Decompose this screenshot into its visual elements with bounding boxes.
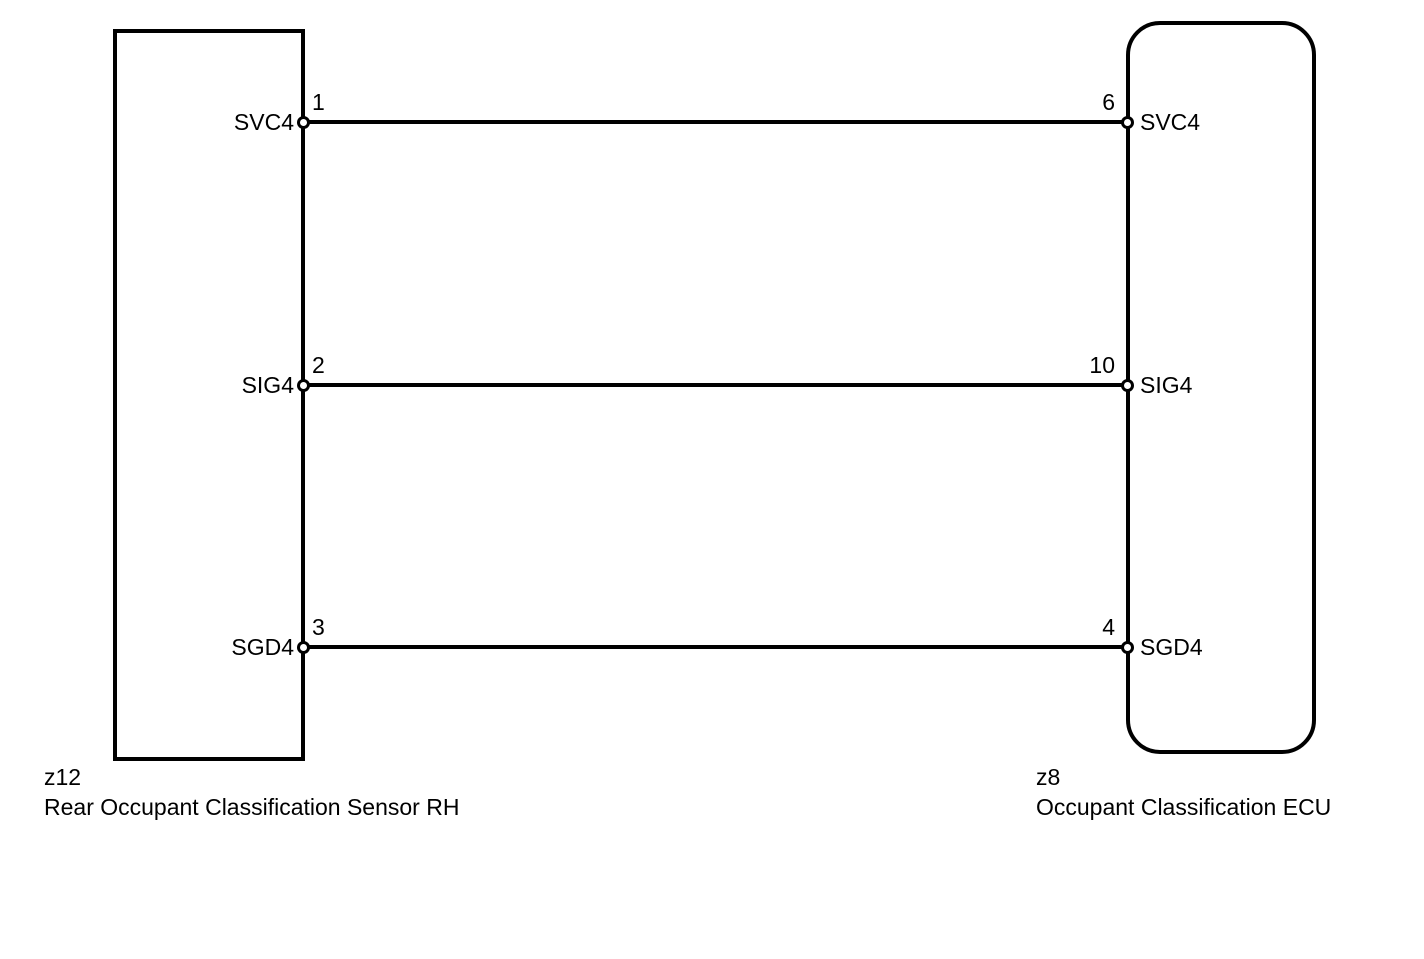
left-component-caption: z12 Rear Occupant Classification Sensor … <box>44 762 459 822</box>
pin-label: SVC4 <box>233 109 294 135</box>
terminal-circle-left-pin2 <box>296 378 310 392</box>
pin-number: 1 <box>312 89 325 115</box>
left-component-box <box>113 29 305 761</box>
pin-number: 6 <box>1102 89 1115 115</box>
terminal-circle-right-pin6 <box>1120 115 1134 129</box>
wire-sgd4 <box>303 645 1127 649</box>
pin-label: SGD4 <box>1140 634 1203 660</box>
pin-label: SGD4 <box>231 634 294 660</box>
left-component-code: z12 <box>44 764 82 790</box>
terminal-circle-left-pin1 <box>296 115 310 129</box>
pin-number: 4 <box>1102 614 1115 640</box>
wire-sig4 <box>303 383 1127 387</box>
pin-number: 10 <box>1089 352 1115 378</box>
pin-label: SIG4 <box>1140 372 1193 398</box>
terminal-circle-left-pin3 <box>296 640 310 654</box>
pin-label: SVC4 <box>1140 109 1201 135</box>
right-component-name: Occupant Classification ECU <box>1036 794 1332 820</box>
right-component-code: z8 <box>1036 764 1061 790</box>
pin-number: 2 <box>312 352 325 378</box>
right-component-caption: z8 Occupant Classification ECU <box>1036 762 1331 822</box>
wire-svc4 <box>303 120 1127 124</box>
terminal-circle-right-pin10 <box>1120 378 1134 392</box>
terminal-circle-right-pin4 <box>1120 640 1134 654</box>
pin-label: SIG4 <box>241 372 294 398</box>
left-component-name: Rear Occupant Classification Sensor RH <box>44 794 460 820</box>
pin-number: 3 <box>312 614 325 640</box>
